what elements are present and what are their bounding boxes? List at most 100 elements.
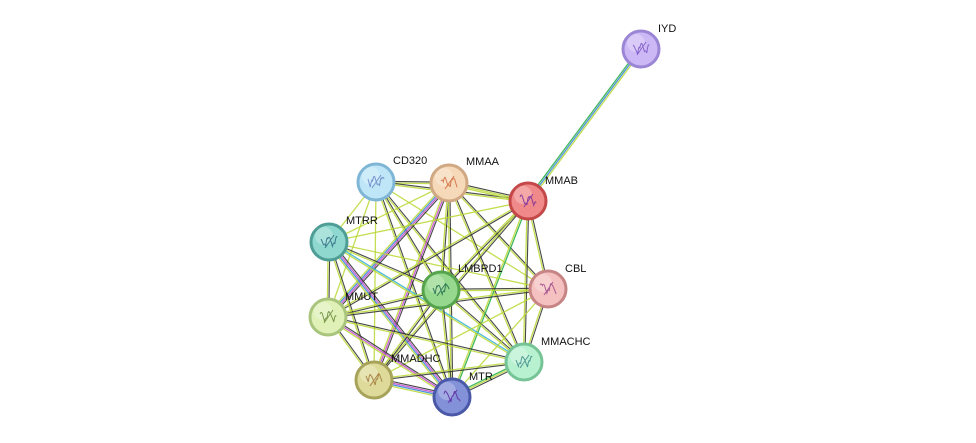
node-highlight (510, 347, 528, 365)
edge-line (328, 183, 451, 318)
edge-line (447, 183, 524, 363)
edge-line (450, 200, 528, 397)
edge-line (328, 201, 529, 319)
edge-iyd-mmab (526, 47, 643, 203)
edge-line (449, 182, 526, 362)
edge-mmab-mmut (327, 199, 529, 319)
node-mmut[interactable]: MMUT (308, 291, 378, 337)
edge-line (522, 200, 528, 362)
node-label-mtrr: MTRR (346, 215, 378, 227)
edge-line (524, 201, 530, 363)
protein-structure-icon (432, 282, 450, 297)
edge-line (451, 288, 549, 398)
edge-cd320-cbl (375, 181, 549, 290)
protein-structure-icon (539, 281, 557, 296)
edge-line (374, 183, 452, 381)
edge-line (329, 184, 452, 319)
protein-structure-icon (365, 372, 383, 387)
edge-line (327, 316, 453, 398)
edge-line (327, 242, 452, 398)
edge-line (328, 242, 441, 292)
protein-structure-icon (319, 309, 337, 324)
node-highlight (315, 227, 333, 245)
node-mmadhc[interactable]: MMADHC (354, 353, 441, 400)
node-mmab[interactable]: MMAB (508, 175, 578, 221)
node-label-lmbrd1: LMBRD1 (458, 263, 503, 275)
node-highlight (435, 168, 453, 186)
edge-mmab-mtr (450, 200, 530, 398)
edge-mmaa-mtrr (328, 182, 450, 243)
edge-line (373, 182, 450, 381)
edge-mmab-mmachc (522, 200, 530, 363)
edge-line (452, 201, 530, 398)
node-label-mmadhc: MMADHC (391, 353, 441, 365)
protein-structure-icon (632, 41, 650, 56)
edge-line (328, 182, 450, 243)
node-mmachc[interactable]: MMACHC (504, 336, 591, 382)
node-highlight (534, 274, 552, 292)
protein-structure-icon (440, 175, 458, 190)
node-label-mtr: MTR (469, 371, 493, 383)
node-highlight (360, 365, 378, 383)
edge-cd320-mtr (374, 181, 454, 398)
node-mtr[interactable]: MTR (432, 371, 493, 417)
edge-line (373, 360, 524, 380)
node-iyd[interactable]: IYD (621, 23, 676, 69)
edge-line (328, 200, 529, 243)
edge-mmab-mtrr (328, 200, 529, 243)
edge-line (327, 181, 377, 318)
protein-structure-icon (515, 354, 533, 369)
edge-mtrr-lmbrd1 (328, 240, 442, 292)
edge-line (328, 315, 454, 397)
edge-mtrr-cbl (328, 241, 549, 290)
node-label-mmachc: MMACHC (541, 336, 591, 348)
node-highlight (627, 34, 645, 52)
node-label-mmab: MMAB (545, 175, 578, 187)
node-label-mmaa: MMAA (466, 156, 500, 168)
edge-line (374, 182, 441, 291)
edge-cd320-lmbrd1 (374, 181, 443, 291)
edge-line (439, 199, 528, 290)
edge-mmachc-mmadhc (373, 360, 525, 382)
edge-line (526, 47, 641, 201)
nodes-layer: IYD CD320 MMAA MMAB MTRR LMBRD1 CBL MMUT MMACHC M… (308, 23, 676, 417)
protein-structure-icon (320, 234, 338, 249)
edge-cd320-mmut (327, 181, 377, 318)
node-highlight (514, 186, 532, 204)
node-cd320[interactable]: CD320 (356, 155, 427, 202)
edge-mmaa-mmadhc (371, 182, 452, 381)
edge-line (326, 317, 452, 399)
node-label-cbl: CBL (565, 263, 586, 275)
edge-line (376, 181, 443, 290)
edge-line (328, 315, 525, 362)
protein-structure-icon (367, 174, 385, 189)
edge-line (329, 241, 454, 397)
node-label-iyd: IYD (658, 23, 676, 35)
edge-line (327, 317, 524, 364)
edge-line (326, 182, 449, 317)
edge-line (376, 181, 454, 397)
edge-mtrr-mtr (326, 240, 455, 399)
edge-mmaa-mmachc (447, 182, 526, 363)
node-mmaa[interactable]: MMAA (429, 156, 500, 203)
edge-line (371, 182, 449, 380)
protein-structure-icon (519, 193, 537, 208)
edge-line (374, 362, 525, 382)
edge-line (328, 241, 549, 290)
node-label-mmut: MMUT (345, 291, 378, 303)
node-lmbrd1[interactable]: LMBRD1 (421, 263, 503, 310)
edge-line (528, 49, 643, 203)
protein-structure-icon (443, 389, 461, 404)
node-highlight (438, 382, 456, 400)
edge-line (328, 242, 524, 364)
edge-line (375, 181, 549, 290)
edge-line (329, 240, 442, 290)
node-cbl[interactable]: CBL (528, 263, 586, 309)
node-label-cd320: CD320 (393, 155, 427, 167)
node-mtrr[interactable]: MTRR (309, 215, 378, 262)
edge-line (327, 199, 528, 317)
edge-mmut-mtr (326, 315, 454, 399)
edge-line (330, 240, 455, 396)
edge-mmut-mmachc (327, 315, 525, 364)
